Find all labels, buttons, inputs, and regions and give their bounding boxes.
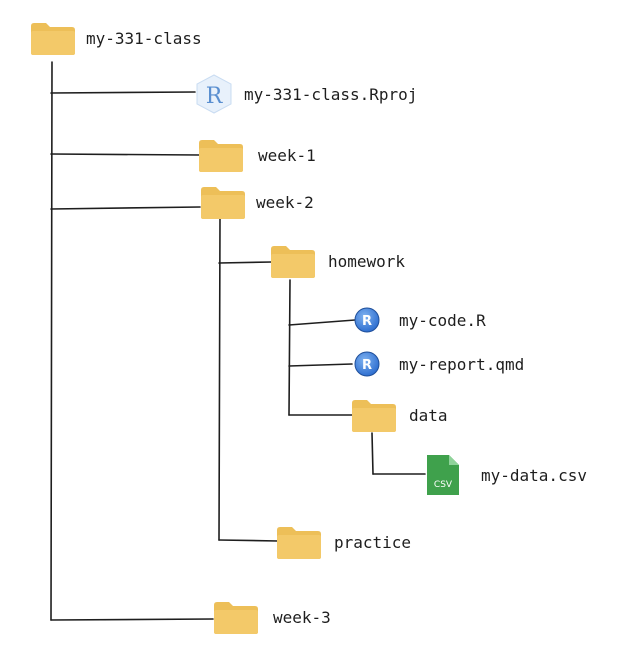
folder-icon [352, 400, 396, 432]
folder-icon [277, 527, 321, 559]
tree-node-label: practice [334, 532, 412, 552]
connector-week-1 [50, 153, 201, 156]
tree-node-rproj[interactable]: R my-331-class.Rproj [194, 74, 417, 114]
tree-node-week-3[interactable]: week-3 [213, 599, 331, 635]
connector-root-trunk [50, 61, 53, 621]
tree-node-week-2[interactable]: week-2 [200, 184, 314, 220]
tree-node-practice[interactable]: practice [276, 524, 411, 560]
tree-node-label: week-2 [256, 192, 314, 212]
tree-node-label: data [409, 405, 448, 425]
connector-week2-trunk [218, 217, 221, 541]
connector-homework-trunk [288, 279, 291, 416]
tree-node-root[interactable]: my-331-class [30, 20, 202, 56]
folder-icon [31, 23, 75, 55]
svg-text:R: R [206, 84, 224, 109]
tree-node-data[interactable]: data [351, 397, 448, 433]
tree-node-label: week-1 [258, 145, 316, 165]
svg-text:R: R [362, 314, 372, 329]
connector-homework [218, 261, 273, 264]
connector-report [288, 363, 353, 367]
tree-node-homework[interactable]: homework [270, 243, 405, 279]
connector-code [288, 319, 356, 326]
tree-node-my-code[interactable]: R my-code.R [353, 306, 486, 334]
tree-node-my-report[interactable]: R my-report.qmd [353, 350, 524, 378]
tree-node-label: my-report.qmd [399, 354, 525, 374]
connector-week-2 [50, 206, 201, 210]
tree-node-label: week-3 [273, 607, 331, 627]
svg-text:R: R [362, 358, 372, 373]
folder-icon [199, 140, 243, 172]
csv-file-shape [427, 455, 459, 495]
connector-practice [218, 539, 279, 542]
r-file-icon: R [354, 351, 380, 377]
csv-badge-label: CSV [433, 480, 453, 490]
tree-node-my-data-csv[interactable]: CSV my-data.csv [425, 453, 587, 497]
tree-node-label: my-331-class [86, 28, 202, 48]
tree-node-week-1[interactable]: week-1 [198, 137, 316, 173]
rproj-icon: R [196, 74, 232, 114]
tree-node-label: my-data.csv [481, 465, 587, 485]
tree-node-label: my-code.R [399, 310, 486, 330]
connector-rproj [50, 91, 196, 94]
tree-node-label: homework [328, 251, 406, 271]
r-file-icon: R [354, 307, 380, 333]
connector-week-3 [50, 618, 214, 621]
tree-node-label: my-331-class.Rproj [244, 84, 418, 104]
csv-file-icon: CSV [425, 453, 461, 497]
folder-icon [271, 246, 315, 278]
folder-icon [201, 187, 245, 219]
folder-icon [214, 602, 258, 634]
connector-data-trunk [371, 432, 374, 475]
